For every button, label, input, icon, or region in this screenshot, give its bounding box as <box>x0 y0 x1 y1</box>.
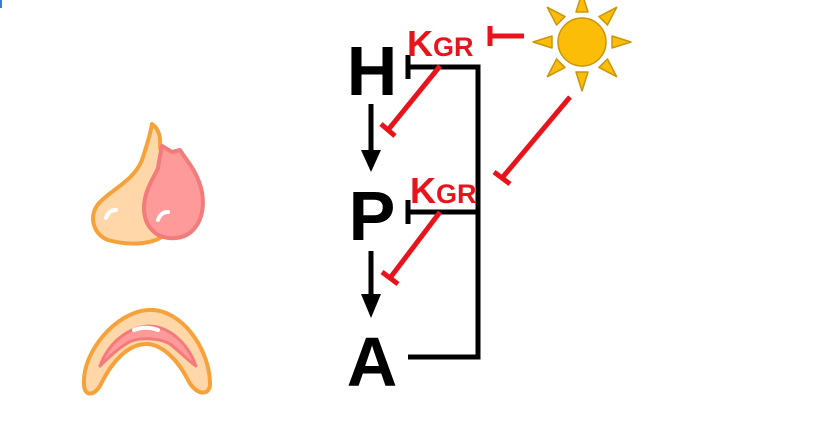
sun-ray <box>546 58 566 78</box>
sun-icon <box>532 0 632 92</box>
kgr-label-middle: KGR <box>410 170 477 211</box>
sun-ray <box>598 58 618 78</box>
inhibition-top-to-h-arrow <box>379 64 442 138</box>
sun-ray <box>546 6 566 26</box>
inhibition-middle-to-p-arrow <box>380 210 442 286</box>
arrow-p-to-a <box>361 251 381 318</box>
sun-ray <box>575 71 589 92</box>
inhibition-sun-to-feedback <box>492 95 572 186</box>
adrenal-gland-icon <box>81 307 212 396</box>
feedback-loop <box>405 55 481 360</box>
sun-ray <box>611 35 632 49</box>
sun-ray <box>575 0 589 13</box>
node-h-label: H <box>347 32 398 110</box>
sun-disc <box>557 17 607 67</box>
corner-mark <box>0 0 2 8</box>
node-p-label: P <box>349 177 396 255</box>
sun-ray <box>598 6 618 26</box>
sun-ray <box>532 35 553 49</box>
inhibition-sun-to-kgr <box>487 26 524 46</box>
pituitary-gland-icon <box>91 122 205 246</box>
arrow-h-to-p <box>361 104 381 172</box>
node-a-label: A <box>347 323 398 401</box>
kgr-label-top: KGR <box>407 23 474 64</box>
